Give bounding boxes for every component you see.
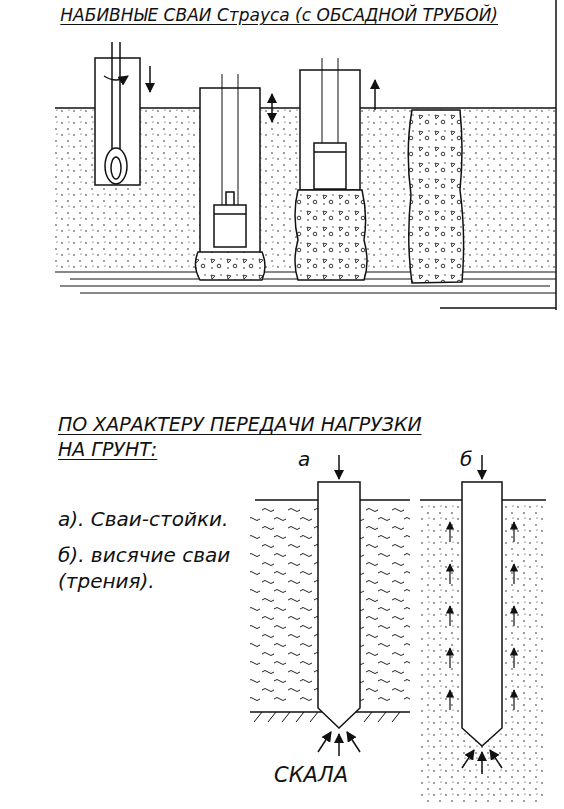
finished-pile: [408, 110, 463, 283]
friction-pile: [420, 455, 546, 802]
end-bearing-pile: [250, 455, 410, 756]
rock-label: СКАЛА: [274, 762, 348, 789]
casing-ramming: [195, 74, 272, 280]
casing-lifting: [295, 58, 375, 280]
section-heading: ПО ХАРАКТЕРУ ПЕРЕДАЧИ НАГРУЗКИ НА ГРУНТ:: [58, 412, 450, 461]
figure-letter: а: [298, 446, 310, 472]
pile-type: а). Сваи-стойки.: [58, 506, 258, 532]
figure-letter: б: [460, 446, 472, 472]
title: НАБИВНЫЕ СВАИ Страуса (с ОБСАДНОЙ ТРУБОЙ…: [58, 4, 498, 26]
casing-drilling: [95, 42, 150, 185]
pile-type: б). висячие сваи (трения).: [58, 542, 248, 594]
